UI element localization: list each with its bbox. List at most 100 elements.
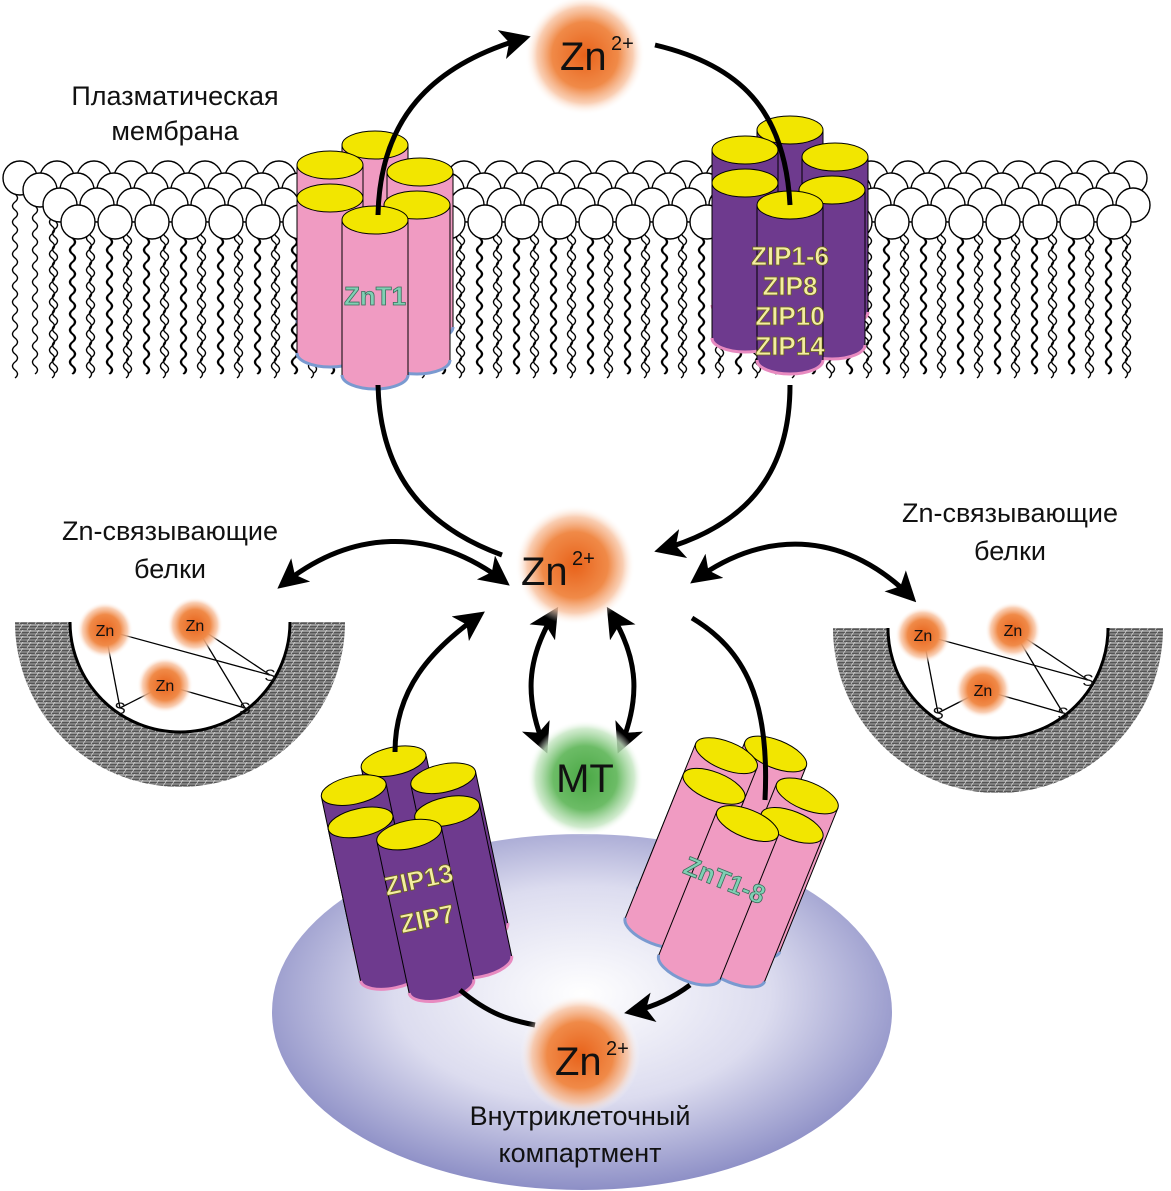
helix-top bbox=[682, 767, 746, 805]
lipid-tail bbox=[1013, 220, 1021, 374]
lipid-tail bbox=[1050, 220, 1058, 374]
binding-left-label-line2: белки bbox=[134, 554, 206, 584]
membrane-label-line2: мембрана bbox=[111, 116, 239, 146]
transporter-label: ZnT1 bbox=[344, 281, 406, 311]
arrow-cytosol-to-znt1 bbox=[375, 384, 503, 558]
arrow-znt1-to-extracellular bbox=[375, 30, 531, 216]
lipid-head bbox=[874, 204, 910, 240]
lipid-head bbox=[60, 204, 96, 240]
small-zinc-label: Zn bbox=[974, 683, 993, 700]
lipid-tail bbox=[606, 220, 614, 374]
lipid-tail bbox=[199, 220, 207, 374]
helix-rim bbox=[755, 359, 825, 376]
zinc-ion-extracellular: Zn 2+ bbox=[525, 0, 645, 115]
zinc-symbol: Zn bbox=[521, 550, 568, 594]
small-zinc-glow bbox=[137, 657, 193, 713]
helix-top bbox=[694, 737, 758, 775]
lipid-tail bbox=[180, 237, 188, 375]
binding-protein-right bbox=[833, 627, 1163, 793]
lipid-tail bbox=[217, 237, 225, 375]
lipid-tail bbox=[680, 220, 688, 374]
lipid-head bbox=[1022, 204, 1058, 240]
lipid-head bbox=[911, 204, 947, 240]
lipid-tail bbox=[1031, 237, 1039, 375]
lipid-tail bbox=[513, 237, 521, 375]
lipid-tail bbox=[698, 237, 706, 375]
znt1-8-transporter: ZnT1-8 bbox=[623, 735, 839, 989]
lipid-head bbox=[171, 204, 207, 240]
transporter-label: ZIP8 bbox=[763, 271, 818, 301]
sulfur-label: S bbox=[1057, 704, 1068, 723]
lipid-tail bbox=[587, 237, 595, 375]
binding-protein-left bbox=[15, 621, 345, 787]
small-zinc-glow bbox=[895, 607, 951, 663]
helix-top bbox=[760, 806, 824, 844]
arrow-zip-to-cytosol bbox=[654, 384, 793, 559]
lipid-tail bbox=[643, 220, 651, 374]
lipid-tail bbox=[939, 220, 947, 374]
helix-rim bbox=[656, 954, 722, 987]
arrow-cytosol-mt-left bbox=[521, 606, 559, 754]
small-zinc-label: Zn bbox=[96, 623, 115, 640]
helix-top bbox=[775, 777, 839, 815]
lipid-tail bbox=[106, 237, 114, 375]
arrow-extracellular-to-zip bbox=[654, 42, 793, 206]
compartment-label-line2: компартмент bbox=[499, 1138, 662, 1168]
lipid-tail bbox=[661, 237, 669, 375]
metallothionein: MT bbox=[527, 720, 643, 836]
binding-left-label-line1: Zn-связывающие bbox=[62, 516, 278, 546]
lipid-tail bbox=[143, 237, 151, 375]
lipid-tail bbox=[273, 220, 281, 374]
arrows bbox=[277, 30, 917, 1028]
arrow-cytosol-binding-left bbox=[277, 538, 510, 589]
lipid-tail bbox=[532, 220, 540, 374]
sulfur-label: S bbox=[239, 699, 250, 718]
lipid-tail bbox=[458, 220, 466, 374]
helix-top bbox=[360, 745, 427, 778]
lipid-tail bbox=[254, 237, 262, 375]
lipid-head bbox=[652, 204, 688, 240]
zinc-symbol: Zn bbox=[555, 1040, 602, 1084]
lipid-tail bbox=[624, 237, 632, 375]
lipid-head bbox=[467, 204, 503, 240]
helix-top bbox=[711, 168, 779, 198]
lipid-tail bbox=[957, 237, 965, 375]
helix-top bbox=[756, 115, 824, 145]
zinc-charge: 2+ bbox=[611, 33, 634, 55]
small-zinc-glow bbox=[167, 597, 223, 653]
sulfur-label: S bbox=[114, 699, 125, 718]
lipid-tail bbox=[994, 237, 1002, 375]
helix-rim bbox=[407, 979, 476, 1003]
small-zinc-glow bbox=[77, 602, 133, 658]
lipid-tail bbox=[495, 220, 503, 374]
lipid-tail bbox=[1105, 237, 1113, 375]
lipid-head bbox=[134, 204, 170, 240]
lipid-tail bbox=[31, 205, 39, 375]
lipid-tail bbox=[902, 220, 910, 374]
lipid-head bbox=[541, 204, 577, 240]
small-zinc-glow bbox=[985, 602, 1041, 658]
lipid-tail bbox=[883, 237, 891, 375]
lipid-head bbox=[615, 204, 651, 240]
sulfur-label: S bbox=[1082, 671, 1093, 690]
transporter-label: ZIP14 bbox=[755, 331, 825, 361]
lipid-head bbox=[985, 204, 1021, 240]
zinc-charge: 2+ bbox=[606, 1038, 629, 1060]
helix-rim bbox=[340, 374, 410, 391]
lipid-tail bbox=[162, 220, 170, 374]
lipid-tail bbox=[48, 193, 56, 379]
binding-right-label-line2: белки bbox=[974, 536, 1046, 566]
small-zinc-label: Zn bbox=[186, 618, 205, 635]
lipid-head bbox=[245, 204, 281, 240]
helix-top bbox=[296, 183, 364, 213]
lipid-tail bbox=[51, 220, 59, 374]
small-zinc-label: Zn bbox=[1004, 623, 1023, 640]
transporter-label: ZIP10 bbox=[755, 301, 824, 331]
lipid-tail bbox=[236, 220, 244, 374]
helix-top bbox=[410, 762, 477, 795]
arrow-cytosol-mt-right bbox=[606, 606, 644, 754]
helix-top bbox=[296, 150, 364, 180]
lipid-tail bbox=[1124, 220, 1132, 374]
